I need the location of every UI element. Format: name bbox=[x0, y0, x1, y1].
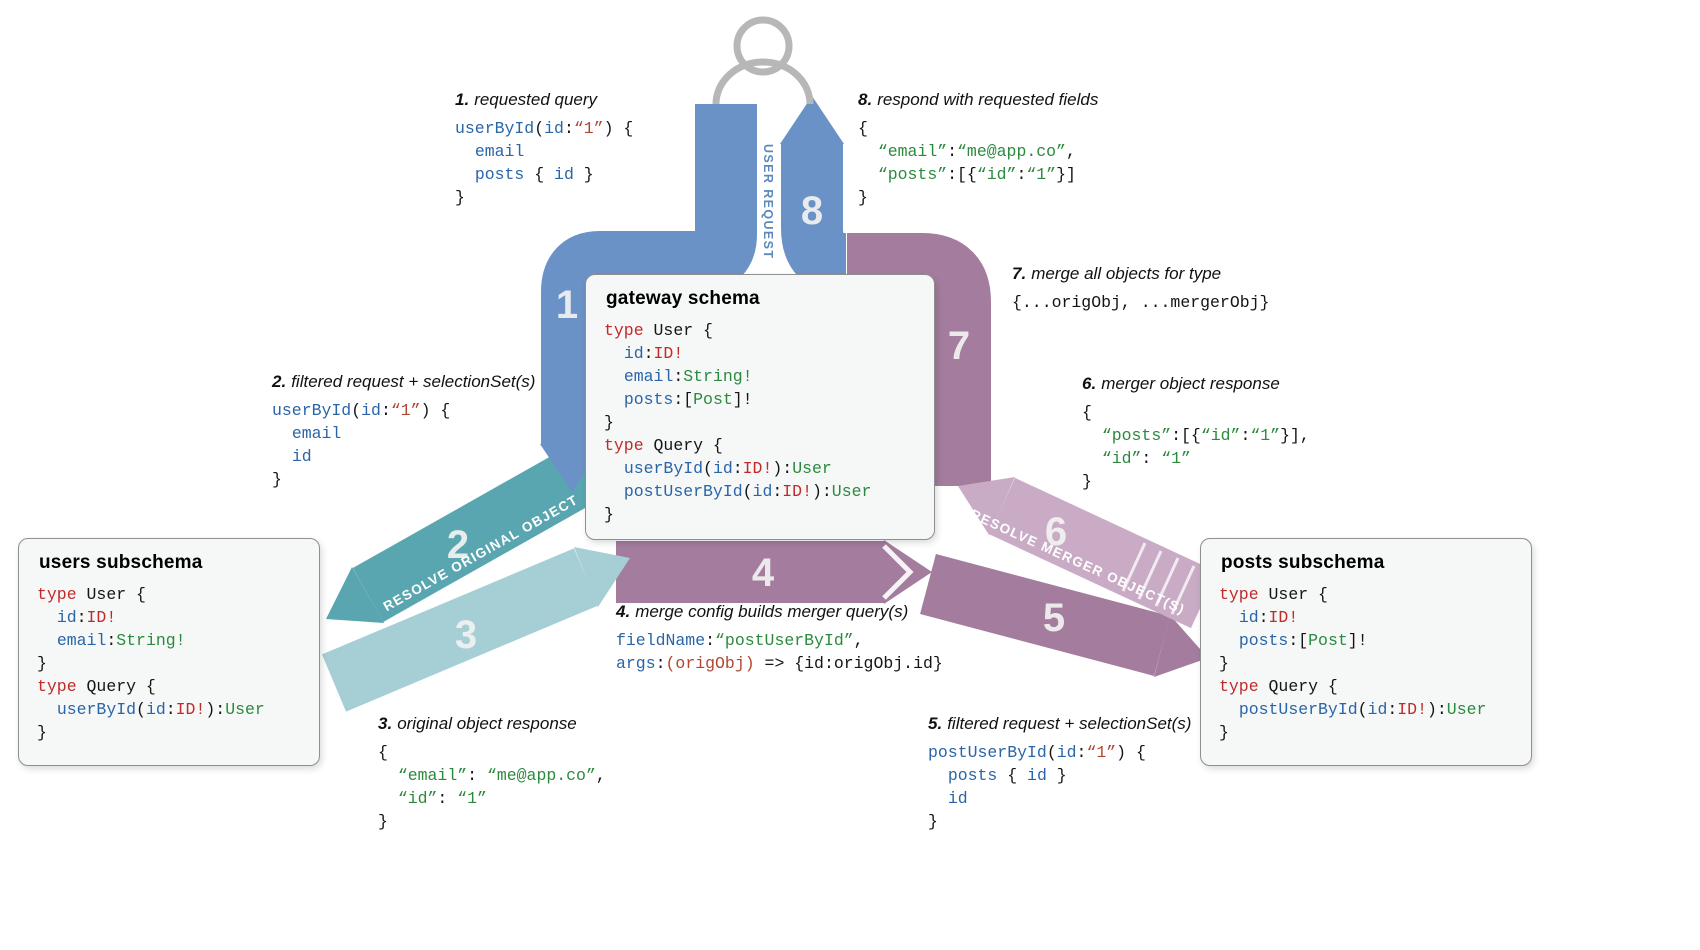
step-3-label: 3.original object response bbox=[378, 714, 606, 734]
arrow-6-head bbox=[958, 477, 1015, 535]
arrow-number-2: 2 bbox=[447, 523, 469, 567]
step-4: 4.merge config builds merger query(s) fi… bbox=[616, 602, 943, 675]
step-8-code: { “email”:“me@app.co”, “posts”:[{“id”:“1… bbox=[858, 119, 1076, 207]
arrow-number-4: 4 bbox=[752, 551, 775, 595]
step-8-title: respond with requested fields bbox=[877, 90, 1099, 109]
gateway-schema-title: gateway schema bbox=[606, 288, 760, 309]
step-2-title: filtered request + selectionSet(s) bbox=[291, 372, 536, 391]
step-1-label: 1.requested query bbox=[455, 90, 633, 110]
arrow-number-5: 5 bbox=[1043, 596, 1065, 640]
step-4-code: fieldName:“postUserById”,args:(origObj) … bbox=[616, 631, 943, 673]
step-7-title: merge all objects for type bbox=[1031, 264, 1222, 283]
step-1: 1.requested query userById(id:“1”) { ema… bbox=[455, 90, 633, 209]
step-1-title: requested query bbox=[474, 90, 598, 109]
step-7-label: 7.merge all objects for type bbox=[1012, 264, 1269, 284]
user-icon-shoulders bbox=[712, 58, 814, 105]
user-request-label: USER REQUEST bbox=[761, 144, 775, 259]
step-2: 2.filtered request + selectionSet(s) use… bbox=[272, 372, 535, 491]
step-8: 8.respond with requested fields { “email… bbox=[858, 90, 1098, 209]
arrow-3-band bbox=[321, 548, 599, 712]
step-3-number: 3. bbox=[378, 714, 393, 733]
users-subschema-box: users subschema type User { id:ID! email… bbox=[18, 538, 320, 766]
step-5-number: 5. bbox=[928, 714, 943, 733]
step-2-label: 2.filtered request + selectionSet(s) bbox=[272, 372, 535, 392]
arrow-8-band bbox=[781, 142, 849, 295]
gateway-schema-code: type User { id:ID! email:String! posts:[… bbox=[604, 321, 872, 524]
step-6-code: { “posts”:[{“id”:“1”}], “id”: “1”} bbox=[1082, 403, 1310, 491]
gateway-schema-box: gateway schema type User { id:ID! email:… bbox=[585, 274, 935, 540]
step-1-code: userById(id:“1”) { email posts { id }} bbox=[455, 119, 634, 207]
step-6-number: 6. bbox=[1082, 374, 1097, 393]
step-2-code: userById(id:“1”) { email id} bbox=[272, 401, 451, 489]
posts-subschema-title: posts subschema bbox=[1221, 552, 1385, 573]
step-7: 7.merge all objects for type {...origObj… bbox=[1012, 264, 1269, 314]
step-7-code: {...origObj, ...mergerObj} bbox=[1012, 293, 1270, 312]
arrow-5-band bbox=[920, 554, 1170, 676]
arrow-8-head bbox=[780, 96, 844, 144]
arrow-number-8: 8 bbox=[801, 189, 823, 233]
arrow-5-head bbox=[1154, 615, 1208, 677]
arrow-4-5-seam bbox=[882, 544, 914, 600]
step-6-label: 6.merger object response bbox=[1082, 374, 1310, 394]
user-icon-head bbox=[733, 16, 793, 76]
step-8-number: 8. bbox=[858, 90, 873, 109]
posts-subschema-box: posts subschema type User { id:ID! posts… bbox=[1200, 538, 1532, 766]
arrow-number-3: 3 bbox=[455, 613, 477, 657]
arrow-2-head bbox=[326, 567, 384, 623]
step-8-label: 8.respond with requested fields bbox=[858, 90, 1098, 110]
users-subschema-code: type User { id:ID! email:String!}type Qu… bbox=[37, 585, 265, 742]
step-4-number: 4. bbox=[616, 602, 631, 621]
arrow-3-head bbox=[574, 547, 630, 607]
user-icon bbox=[712, 16, 814, 105]
step-2-number: 2. bbox=[272, 372, 287, 391]
step-3-code: { “email”: “me@app.co”, “id”: “1”} bbox=[378, 743, 606, 831]
step-4-label: 4.merge config builds merger query(s) bbox=[616, 602, 943, 622]
step-1-number: 1. bbox=[455, 90, 470, 109]
step-5-title: filtered request + selectionSet(s) bbox=[947, 714, 1192, 733]
arrow-number-7: 7 bbox=[948, 324, 970, 368]
step-5-code: postUserById(id:“1”) { posts { id } id} bbox=[928, 743, 1146, 831]
step-6: 6.merger object response { “posts”:[{“id… bbox=[1082, 374, 1310, 493]
step-7-number: 7. bbox=[1012, 264, 1027, 283]
arrow-7-band bbox=[847, 233, 991, 486]
step-5-label: 5.filtered request + selectionSet(s) bbox=[928, 714, 1191, 734]
step-4-title: merge config builds merger query(s) bbox=[635, 602, 909, 621]
posts-subschema-code: type User { id:ID! posts:[Post]!}type Qu… bbox=[1219, 585, 1487, 742]
arrow-number-1: 1 bbox=[556, 283, 578, 327]
step-5: 5.filtered request + selectionSet(s) pos… bbox=[928, 714, 1191, 833]
arrow-6-band bbox=[988, 477, 1218, 629]
step-6-title: merger object response bbox=[1101, 374, 1280, 393]
arrow-6-stripes bbox=[1121, 542, 1196, 615]
step-3: 3.original object response { “email”: “m… bbox=[378, 714, 606, 833]
users-subschema-title: users subschema bbox=[39, 552, 203, 573]
arrow-1-band bbox=[541, 104, 757, 444]
arrow-number-6: 6 bbox=[1045, 510, 1067, 554]
step-3-title: original object response bbox=[397, 714, 577, 733]
